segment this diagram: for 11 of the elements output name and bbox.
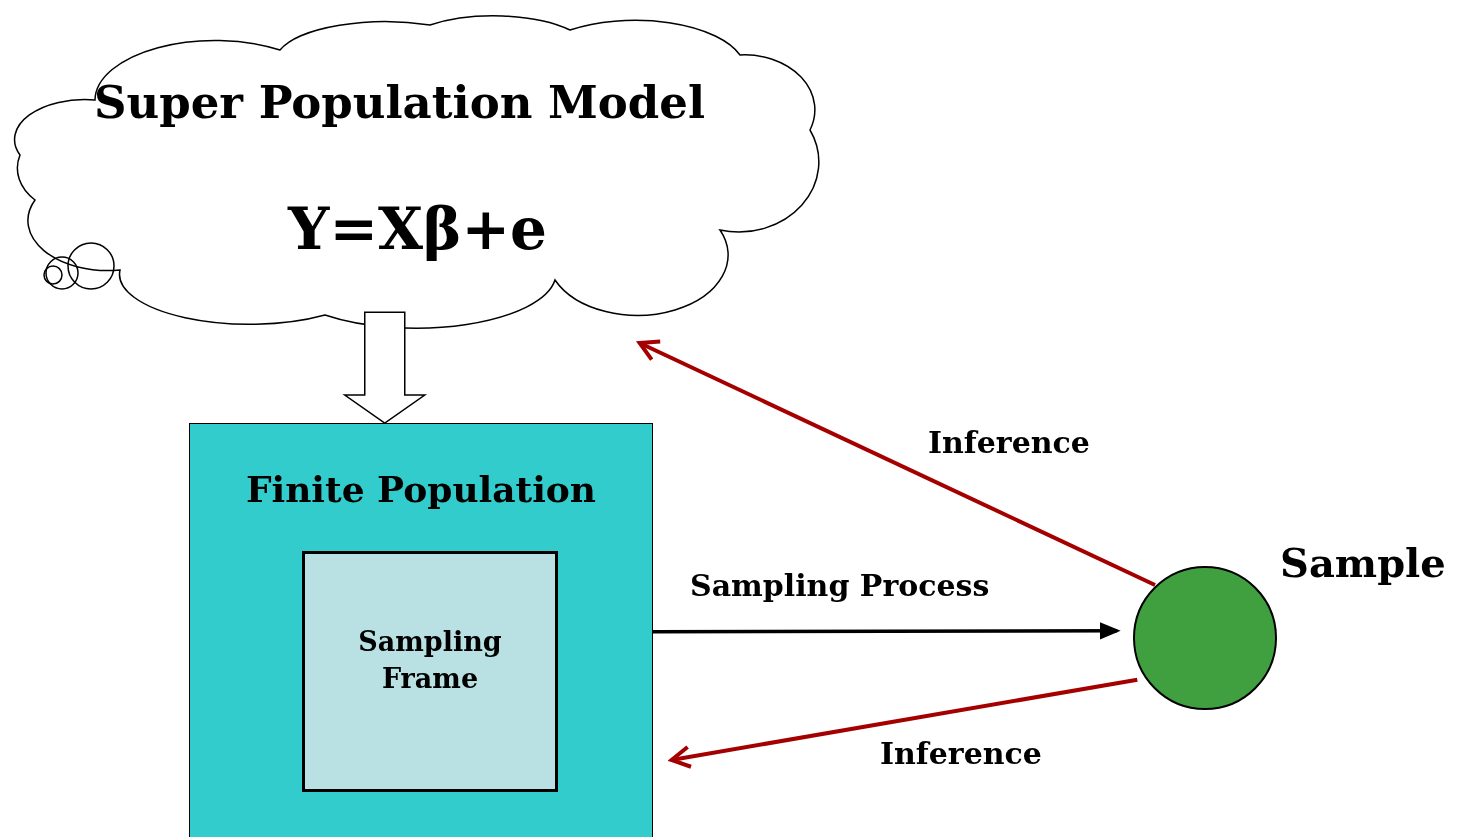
box-title: Sampling Frame xyxy=(357,624,503,696)
frame-box xyxy=(302,551,558,792)
box-title: Finite Population xyxy=(245,467,597,512)
population-box xyxy=(189,423,653,837)
arrow xyxy=(669,677,1138,769)
arrow xyxy=(637,339,1156,587)
node-caption: Sample xyxy=(1280,538,1446,588)
block-arrow xyxy=(342,311,428,424)
arrow xyxy=(653,622,1121,640)
equation: Y=Xβ+e xyxy=(288,194,548,265)
cloud-title: Super Population Model xyxy=(94,75,706,131)
